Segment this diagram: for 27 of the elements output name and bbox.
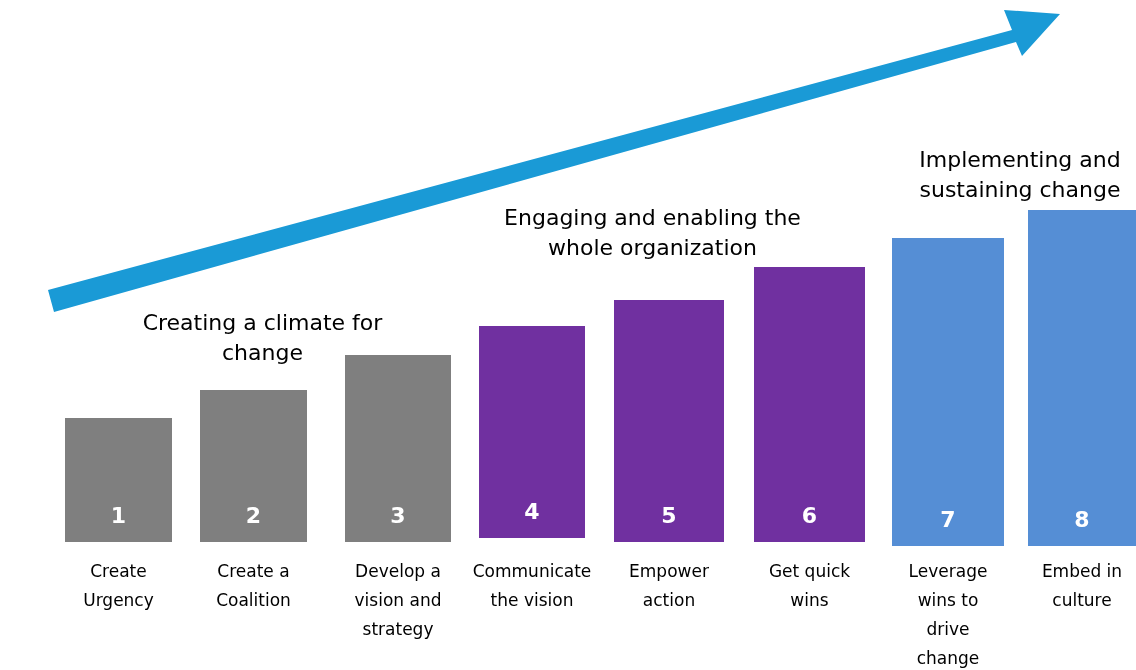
step-label: Empower action: [628, 560, 710, 612]
step-number: 8: [1073, 507, 1091, 532]
step-number: 7: [939, 507, 957, 532]
step-label: Create Urgency: [82, 560, 155, 612]
step-number: 2: [244, 503, 263, 528]
step-bar: [200, 390, 307, 542]
step-number: 1: [109, 503, 128, 528]
step-bar: [1028, 210, 1136, 546]
step-bar: [345, 355, 451, 542]
step-number: 3: [389, 503, 407, 528]
step-bar: [892, 238, 1004, 546]
phase-heading: Implementing and sustaining change: [918, 146, 1122, 204]
step-number: 4: [523, 499, 541, 524]
step-label: Embed in culture: [1040, 560, 1124, 612]
step-bar: [754, 267, 865, 542]
step-label: Communicate the vision: [472, 560, 592, 612]
step-bar: [479, 326, 585, 538]
step-number: 5: [660, 503, 678, 528]
step-label: Create a Coalition: [215, 560, 292, 612]
step-number: 6: [800, 503, 819, 528]
step-label: Develop a vision and strategy: [353, 560, 443, 641]
step-bar: [614, 300, 724, 542]
phase-heading: Creating a climate for change: [141, 309, 384, 367]
phase-heading: Engaging and enabling the whole organization: [503, 204, 802, 262]
step-bar: [65, 418, 172, 542]
step-label: Leverage wins to drive change: [907, 560, 989, 670]
step-label: Get quick wins: [767, 560, 852, 612]
